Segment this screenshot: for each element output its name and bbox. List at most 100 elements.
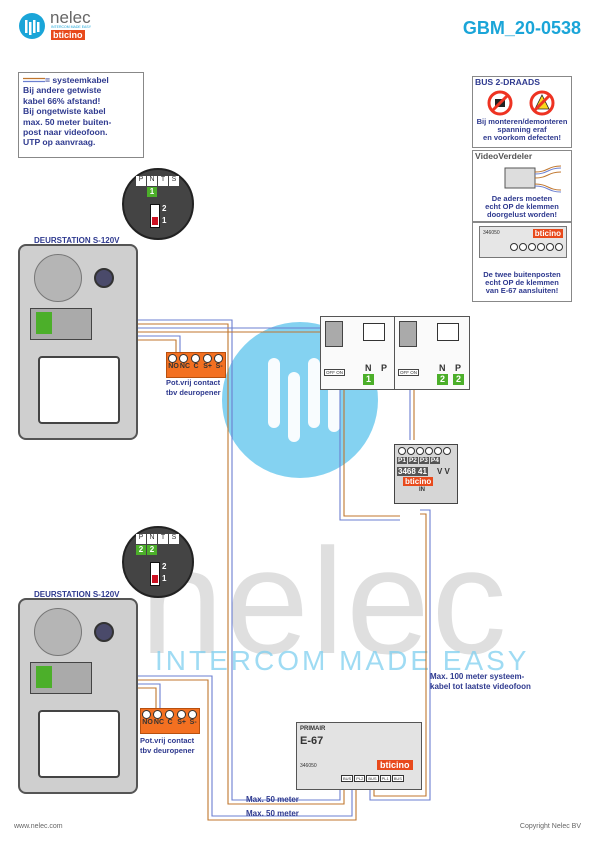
video-title: VideoVerdeler <box>475 151 533 161</box>
relay-caption: tbv deuropener <box>166 388 221 397</box>
doorstation-1-detail: P N T S 1 2 1 <box>122 168 194 240</box>
note-line: UTP op aanvraag. <box>23 137 96 148</box>
button-frame <box>38 356 120 424</box>
p-value-green: 2 <box>136 545 146 555</box>
n-value-green: 1 <box>147 187 157 197</box>
switch-label-1: 1 <box>162 216 167 225</box>
terminal-s: S <box>169 534 179 544</box>
doc-code: GBM_20-0538 <box>462 18 581 38</box>
notes-box: = systeemkabel Bij andere getwiste kabel… <box>18 72 144 158</box>
monitor-n-value: 2 <box>437 374 448 385</box>
e67-line: van E-67 aansluiten! <box>485 286 559 295</box>
video-distributor-box: VideoVerdeler De aders moeten echt OP de… <box>472 150 572 222</box>
doorstation-2: DEURSTATION S-120V <box>14 584 142 804</box>
watermark-word: nelec <box>140 517 509 685</box>
e67-line: De twee buitenposten <box>483 270 561 279</box>
relay-s-minus: S- <box>189 719 197 726</box>
logo-brand: bticino <box>51 30 85 40</box>
logo-tagline: INTERCOM MADE EASY <box>51 25 92 29</box>
camera-lens <box>94 622 114 642</box>
nelec-logo-icon <box>19 13 45 39</box>
port-p1: P1 <box>397 457 407 464</box>
switch-label-2: 2 <box>162 204 167 213</box>
monitor-p-value: 2 <box>453 374 464 385</box>
relay-block-2: NO NC C S+ S- <box>140 708 200 734</box>
terminal-t: T <box>158 176 168 186</box>
systemcable-legend-icon <box>23 78 45 83</box>
distributor-brand: bticino <box>403 477 434 486</box>
max100-note: kabel tot laatste videofoon <box>430 682 531 691</box>
dip-switch <box>150 562 160 586</box>
psu-terminal: BUS <box>391 775 404 782</box>
logo-name: nelec <box>50 8 91 27</box>
terminal-p: P <box>136 534 146 544</box>
terminal-t: T <box>158 534 168 544</box>
relay-c: C <box>193 363 199 370</box>
psu-terminal: PL1 <box>379 775 391 782</box>
watermark-tagline: INTERCOM MADE EASY <box>155 645 530 676</box>
n-value-green: 2 <box>147 545 157 555</box>
camera-lens <box>94 268 114 288</box>
e67-box: 346050 bticino De twee buitenposten echt… <box>472 222 572 302</box>
footer-website: www.nelec.com <box>14 823 63 830</box>
terminal-n: N <box>147 176 157 186</box>
nelec-logo: nelec INTERCOM MADE EASY bticino <box>18 8 118 42</box>
terminal-block-green <box>36 666 52 688</box>
no-plug-icon <box>487 90 513 116</box>
note-line: kabel 66% afstand! <box>23 95 101 106</box>
doorstation-2-detail: P N T S 2 2 2 1 <box>122 526 194 598</box>
psu-terminal: BUS <box>366 775 379 782</box>
max50-note-a: Max. 50 meter <box>246 795 299 804</box>
relay-s-plus: S+ <box>177 719 186 726</box>
legend-label: = systeemkabel <box>45 75 109 85</box>
video-line: doorgelust worden! <box>487 210 557 219</box>
relay-nc: NC <box>153 719 165 726</box>
bus-line: en voorkom defecten! <box>483 133 561 142</box>
doorstation-title: DEURSTATION S-120V <box>34 590 120 599</box>
monitor-terminals <box>399 321 417 347</box>
video-line: echt OP de klemmen <box>485 202 559 211</box>
e67-mini-brand: bticino <box>532 229 563 238</box>
psu-terminal: PL2 <box>354 775 366 782</box>
relay-caption: Pot.vrij contact <box>140 736 195 745</box>
relay-c: C <box>167 719 173 726</box>
relay-caption: Pot.vrij contact <box>166 378 221 387</box>
psu-model: E-67 <box>300 735 324 747</box>
monitor-screen-icon <box>437 323 459 341</box>
video-distributor: P1 P2 P3 P4 3468 41 V V bticino IN <box>394 444 458 504</box>
doorstation-1: DEURSTATION S-120V <box>14 228 142 448</box>
e67-mini-code: 346050 <box>483 230 500 236</box>
doorstation-housing <box>18 598 138 794</box>
monitor-p-label: P <box>381 363 388 373</box>
video-line: De aders moeten <box>491 194 553 203</box>
relay-s-minus: S- <box>215 363 223 370</box>
monitor-screen-icon <box>363 323 385 341</box>
bus-line: spanning eraf <box>497 125 547 134</box>
monitor-switch: OFF ON <box>398 369 419 376</box>
monitor-unit-1: OFF ON N P 1 <box>320 316 396 390</box>
psu-code: 346050 <box>300 763 317 769</box>
max50-note-b: Max. 50 meter <box>246 809 299 818</box>
bus-title: BUS 2-DRAADS <box>475 77 540 87</box>
doorstation-title: DEURSTATION S-120V <box>34 236 120 245</box>
relay-block-1: NO NC C S+ S- <box>166 352 226 378</box>
note-line: post naar videofoon. <box>23 127 108 138</box>
distributor-vv: V V <box>437 467 450 476</box>
monitor-n-value: 1 <box>363 374 374 385</box>
psu-primary: PRIMAIR <box>300 726 326 732</box>
bus-line: Bij monteren/demonteren <box>476 117 568 126</box>
relay-s-plus: S+ <box>203 363 212 370</box>
video-distributor-icon <box>504 165 562 193</box>
relay-no: NO <box>142 719 153 726</box>
distributor-in: IN <box>419 487 425 493</box>
dip-switch <box>150 204 160 228</box>
relay-caption: tbv deuropener <box>140 746 195 755</box>
speaker-grille <box>34 254 82 302</box>
note-line: max. 50 meter buiten- <box>23 116 112 127</box>
note-line: Bij ongetwiste kabel <box>23 106 106 117</box>
note-line: Bij andere getwiste <box>23 85 102 96</box>
speaker-grille <box>34 608 82 656</box>
monitor-terminals <box>325 321 343 347</box>
bus-warning-box: BUS 2-DRAADS Bij monteren/demonteren spa… <box>472 76 572 148</box>
relay-nc: NC <box>179 363 191 370</box>
